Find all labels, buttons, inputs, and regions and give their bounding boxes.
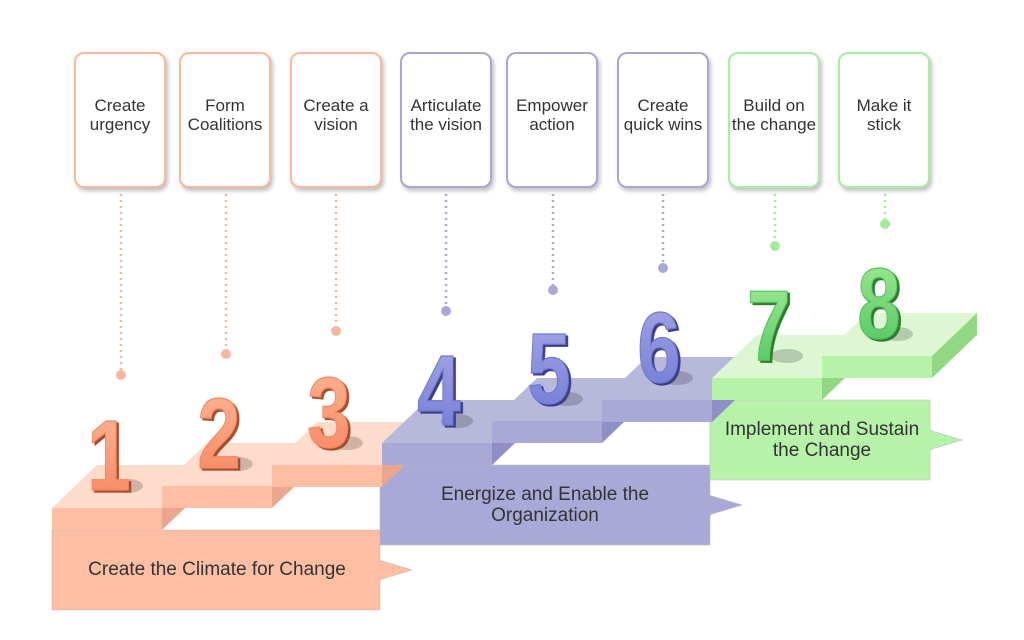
number-2-shadow <box>221 457 253 471</box>
step-box-6: Create quick wins <box>617 52 709 188</box>
number-1-shadow <box>111 479 143 493</box>
connector-dot-6 <box>658 263 668 273</box>
step-1-front <box>52 508 162 530</box>
step-box-2: Form Coalitions <box>179 52 271 188</box>
step-3-front <box>272 465 382 487</box>
step-label: Create a vision <box>303 96 369 134</box>
step-8-front <box>822 356 932 378</box>
step-number-7: 7 <box>747 271 790 383</box>
step-number-5: 5 <box>527 314 570 426</box>
step-box-5: Empower action <box>506 52 598 188</box>
number-6-shadow <box>661 371 693 385</box>
step-number-4: 4 <box>417 336 460 448</box>
step-box-3: Create a vision <box>290 52 382 188</box>
step-label: Form Coalitions <box>187 96 263 134</box>
connector-dot-3 <box>331 326 341 336</box>
step-label: Create quick wins <box>623 96 703 134</box>
connector-dot-1 <box>116 370 126 380</box>
step-number-8: 8 <box>857 249 900 361</box>
connector-dot-4 <box>441 306 451 316</box>
number-7-shadow <box>771 349 803 363</box>
step-label: Make it stick <box>856 96 912 134</box>
step-label: Build on the change <box>731 96 817 134</box>
phase-banner-sustain <box>709 399 964 481</box>
step-label: Empower action <box>516 96 588 134</box>
step-6-front <box>602 400 712 422</box>
connector-dot-8 <box>880 219 890 229</box>
step-box-4: Articulate the vision <box>400 52 492 188</box>
step-label: Articulate the vision <box>410 96 482 134</box>
step-number-2: 2 <box>197 379 240 491</box>
number-4-shadow <box>441 414 473 428</box>
phase-label-enable: Energize and Enable the Organization <box>440 484 650 526</box>
phase-label-sustain: Implement and Sustain the Change <box>724 419 920 461</box>
phase-label-climate: Create the Climate for Change <box>88 559 346 580</box>
step-number-3: 3 <box>307 358 350 470</box>
step-number-6: 6 <box>637 293 680 405</box>
step-7-front <box>712 378 822 400</box>
connector-dot-2 <box>221 349 231 359</box>
step-box-8: Make it stick <box>838 52 930 188</box>
step-4-front <box>382 443 492 465</box>
number-8-shadow <box>881 327 913 341</box>
step-2-front <box>162 486 272 508</box>
step-8-side <box>932 313 977 378</box>
step-box-1: Create urgency <box>74 52 166 188</box>
number-5-shadow <box>551 392 583 406</box>
step-8-top <box>822 313 977 356</box>
step-number-1: 1 <box>87 401 130 513</box>
connector-dot-7 <box>770 241 780 251</box>
connector-dot-5 <box>548 285 558 295</box>
number-3-shadow <box>331 436 363 450</box>
step-5-front <box>492 421 602 443</box>
step-box-7: Build on the change <box>728 52 820 188</box>
step-label: Create urgency <box>89 96 151 134</box>
